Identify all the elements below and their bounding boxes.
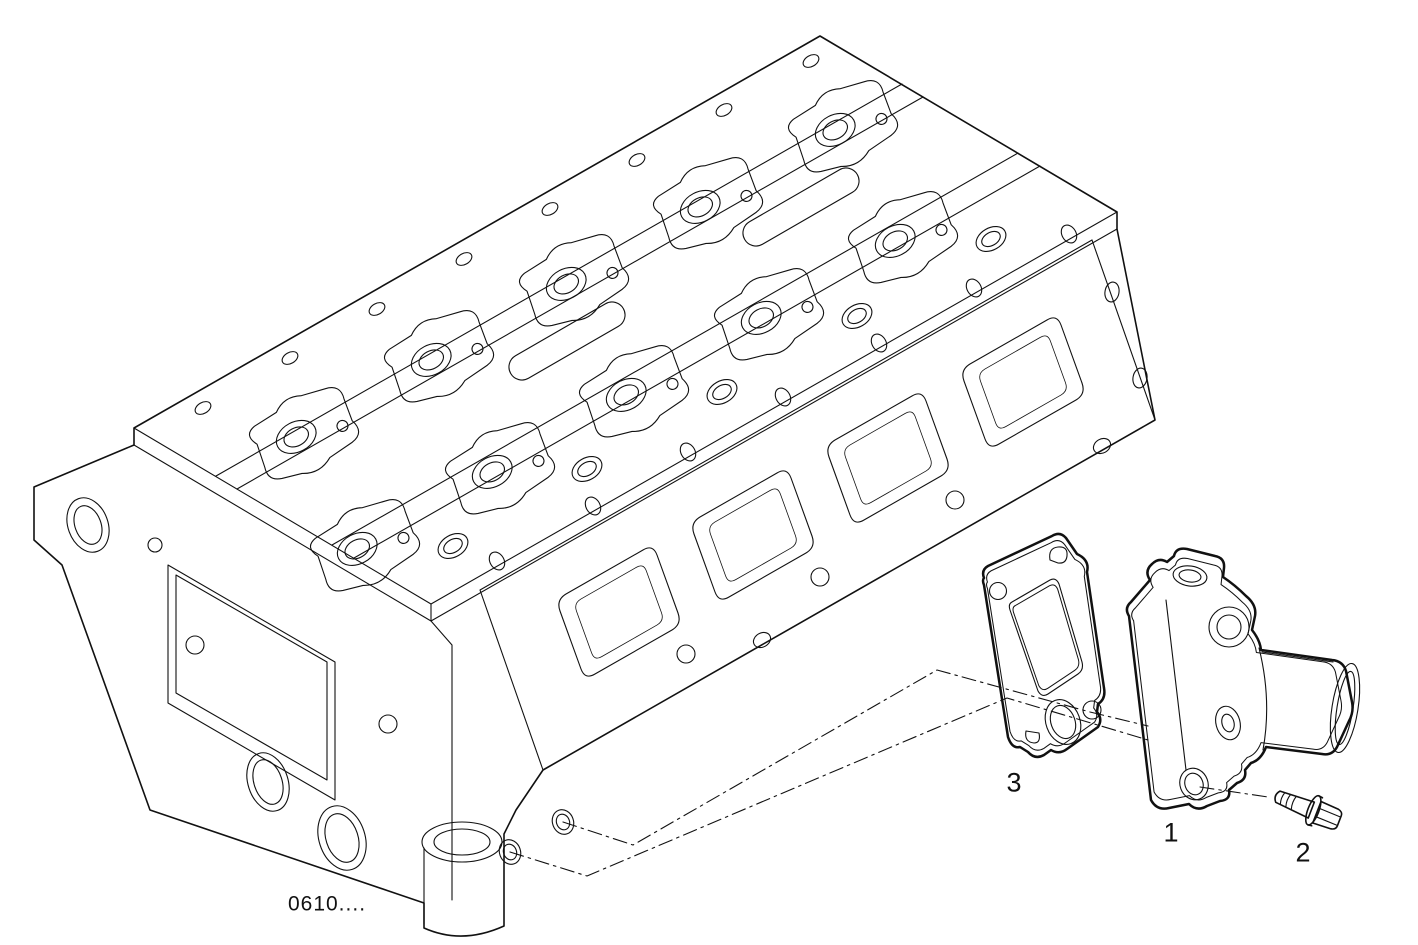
assembly-axis-lines: [509, 669, 1269, 877]
thermostat-housing-drawing: [1125, 547, 1361, 810]
bolt-drawing: [1274, 790, 1343, 830]
gasket-drawing: [981, 532, 1106, 759]
part-code-label: 0610....: [287, 892, 367, 916]
cylinder-head-drawing: [33, 35, 1156, 937]
callout-thermostat-housing: 1: [1163, 817, 1179, 848]
callout-flange-bolt: 2: [1295, 837, 1311, 868]
callout-gasket: 3: [1006, 767, 1022, 798]
